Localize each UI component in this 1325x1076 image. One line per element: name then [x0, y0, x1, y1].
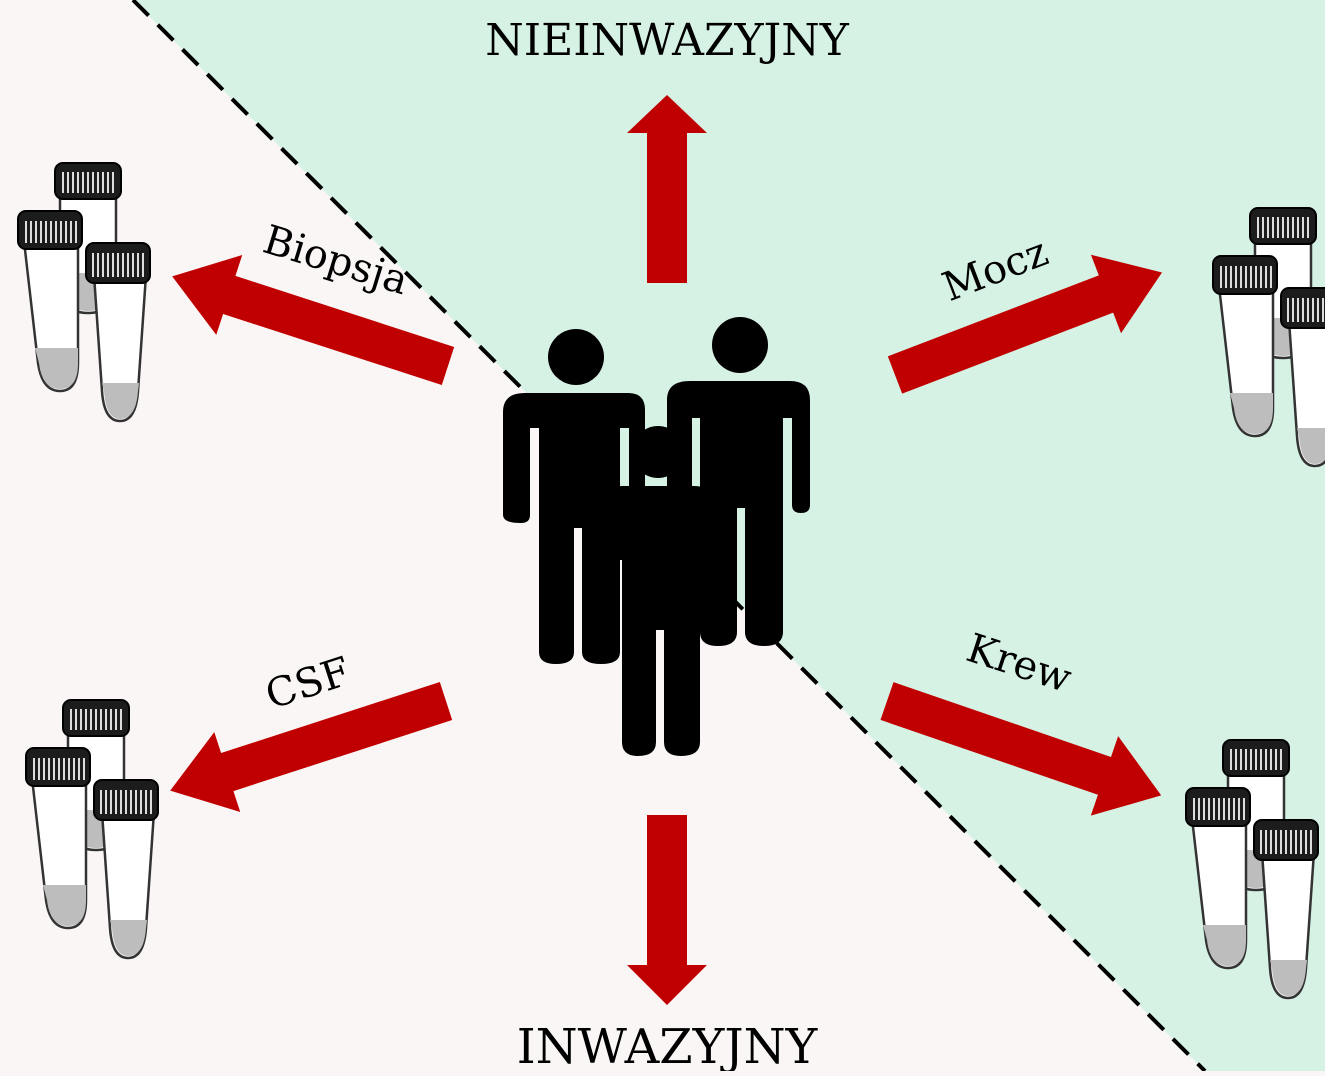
noninvasive-label: NIEINWAZYJNY [485, 15, 849, 66]
invasive-label: INWAZYJNY [517, 1019, 819, 1071]
